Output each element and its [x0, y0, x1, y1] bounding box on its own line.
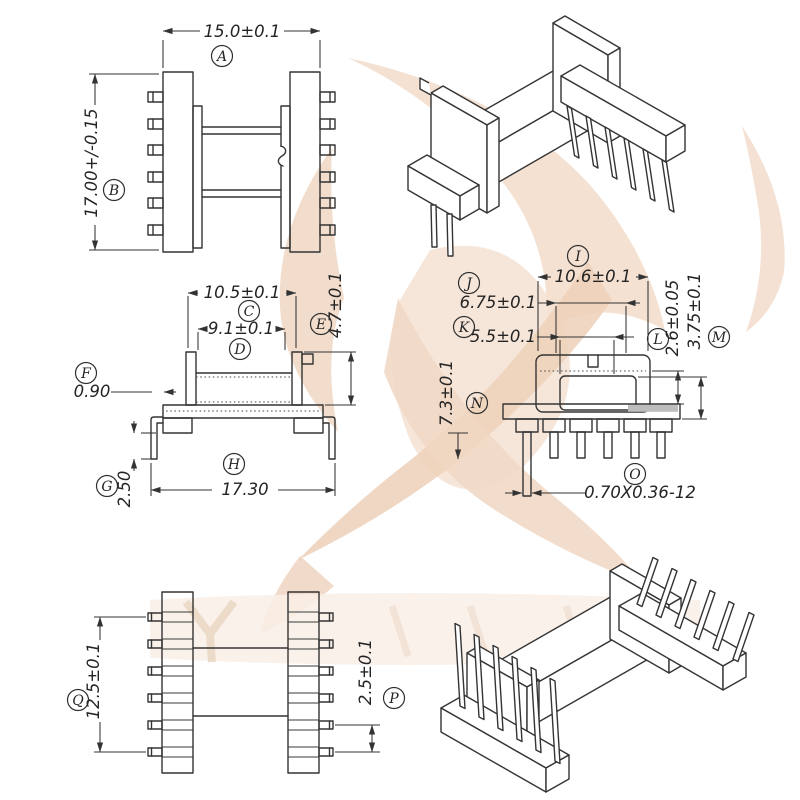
dim-M-value: 3.75±0.1 [685, 273, 704, 350]
svg-text:E: E [315, 317, 326, 333]
top-view: 12.5±0.1 Q 2.5±0.1 P [66, 591, 406, 774]
svg-text:N: N [470, 396, 484, 412]
svg-text:A: A [215, 49, 227, 65]
isometric-top-pins [430, 105, 675, 257]
dim-F: 0.90 F [74, 361, 176, 401]
dim-N-value: 7.3±0.1 [437, 360, 456, 426]
front-view-outline [162, 71, 321, 253]
dim-O-value: 0.70X0.36-12 [584, 483, 696, 502]
label-G: G [95, 474, 119, 498]
svg-text:M: M [711, 330, 727, 346]
dim-J-value: 6.75±0.1 [460, 293, 537, 312]
svg-text:G: G [101, 479, 112, 495]
dim-Q: 12.5±0.1 Q [66, 616, 146, 753]
dim-J: 6.75±0.1 J [457, 271, 640, 353]
label-O: O [623, 462, 647, 486]
dim-L-value: 2.6±0.05 [663, 280, 682, 357]
svg-text:Q: Q [72, 693, 84, 709]
label-A: A [210, 44, 234, 68]
label-B: B [102, 178, 126, 202]
dim-I: 10.6±0.1 I [537, 244, 649, 351]
dim-D-value: 9.1±0.1 [208, 319, 274, 338]
label-C: C [237, 299, 261, 323]
svg-text:C: C [244, 304, 255, 320]
label-L: L [646, 327, 670, 351]
dim-A-value: 15.0±0.1 [204, 22, 281, 41]
dim-K: 5.5±0.1 K [452, 315, 634, 374]
dim-P-value: 2.5±0.1 [356, 639, 375, 705]
dim-K-value: 5.5±0.1 [470, 327, 536, 346]
dim-B: 17.00+/-0.15 B [82, 73, 159, 251]
isometric-view-bottom [440, 556, 755, 793]
svg-text:L: L [652, 332, 662, 348]
front-view: 15.0±0.1 A 17.00+/-0.15 B [82, 22, 336, 253]
dim-G-value: 2.50 [115, 471, 134, 508]
dim-G: 2.50 G [95, 421, 156, 508]
end-view: 10.6±0.1 I 6.75±0.1 J 5.5±0.1 [437, 244, 731, 502]
dim-C: 10.5±0.1 C [187, 283, 297, 348]
dim-O: 0.70X0.36-12 O [505, 462, 696, 502]
dim-M: 3.75±0.1 M [638, 273, 731, 420]
svg-text:J: J [463, 276, 473, 292]
label-P: P [382, 686, 406, 710]
svg-text:I: I [574, 249, 581, 265]
dim-A: 15.0±0.1 A [162, 22, 321, 68]
side-view-outline [150, 351, 336, 460]
front-right-pins [319, 91, 336, 236]
base-shaded-strip [628, 404, 678, 412]
top-view-outline [161, 591, 320, 774]
label-H: H [222, 452, 246, 476]
label-K: K [452, 315, 476, 339]
label-Q: Q [66, 688, 90, 712]
isometric-bottom-pins [454, 556, 755, 765]
end-view-pins [522, 431, 666, 497]
watermark-logo [150, 58, 785, 665]
dim-P: 2.5±0.1 P [335, 639, 406, 753]
dim-B-value: 17.00+/-0.15 [82, 108, 101, 217]
svg-text:H: H [227, 457, 241, 473]
dim-I-value: 10.6±0.1 [555, 267, 632, 286]
dim-E: 4.7±0.1 E [304, 272, 356, 406]
end-view-outline [502, 354, 681, 433]
svg-text:O: O [629, 467, 641, 483]
dim-Q-value: 12.5±0.1 [84, 643, 103, 720]
svg-text:K: K [458, 320, 471, 336]
label-J: J [457, 271, 481, 295]
front-left-pins [147, 91, 164, 236]
svg-text:P: P [388, 691, 399, 707]
dim-L: 2.6±0.05 L [646, 280, 684, 405]
label-M: M [707, 325, 731, 349]
label-F: F [74, 361, 98, 385]
isometric-view-top [407, 15, 686, 257]
dim-H-value: 17.30 [221, 480, 268, 499]
dim-H: 17.30 H [150, 452, 336, 499]
dim-C-value: 10.5±0.1 [204, 283, 281, 302]
label-I: I [566, 244, 590, 268]
dim-N: 7.3±0.1 N [437, 360, 489, 460]
svg-text:B: B [108, 183, 119, 199]
label-E: E [309, 312, 333, 336]
side-view: 10.5±0.1 C 9.1±0.1 D 4.7±0.1 E [74, 272, 356, 508]
dim-D: 9.1±0.1 D [197, 319, 286, 361]
svg-text:D: D [233, 342, 245, 358]
label-D: D [228, 337, 252, 361]
dim-F-value: 0.90 [74, 382, 111, 401]
top-view-pins [147, 612, 334, 757]
svg-text:F: F [80, 366, 92, 382]
label-N: N [465, 391, 489, 415]
